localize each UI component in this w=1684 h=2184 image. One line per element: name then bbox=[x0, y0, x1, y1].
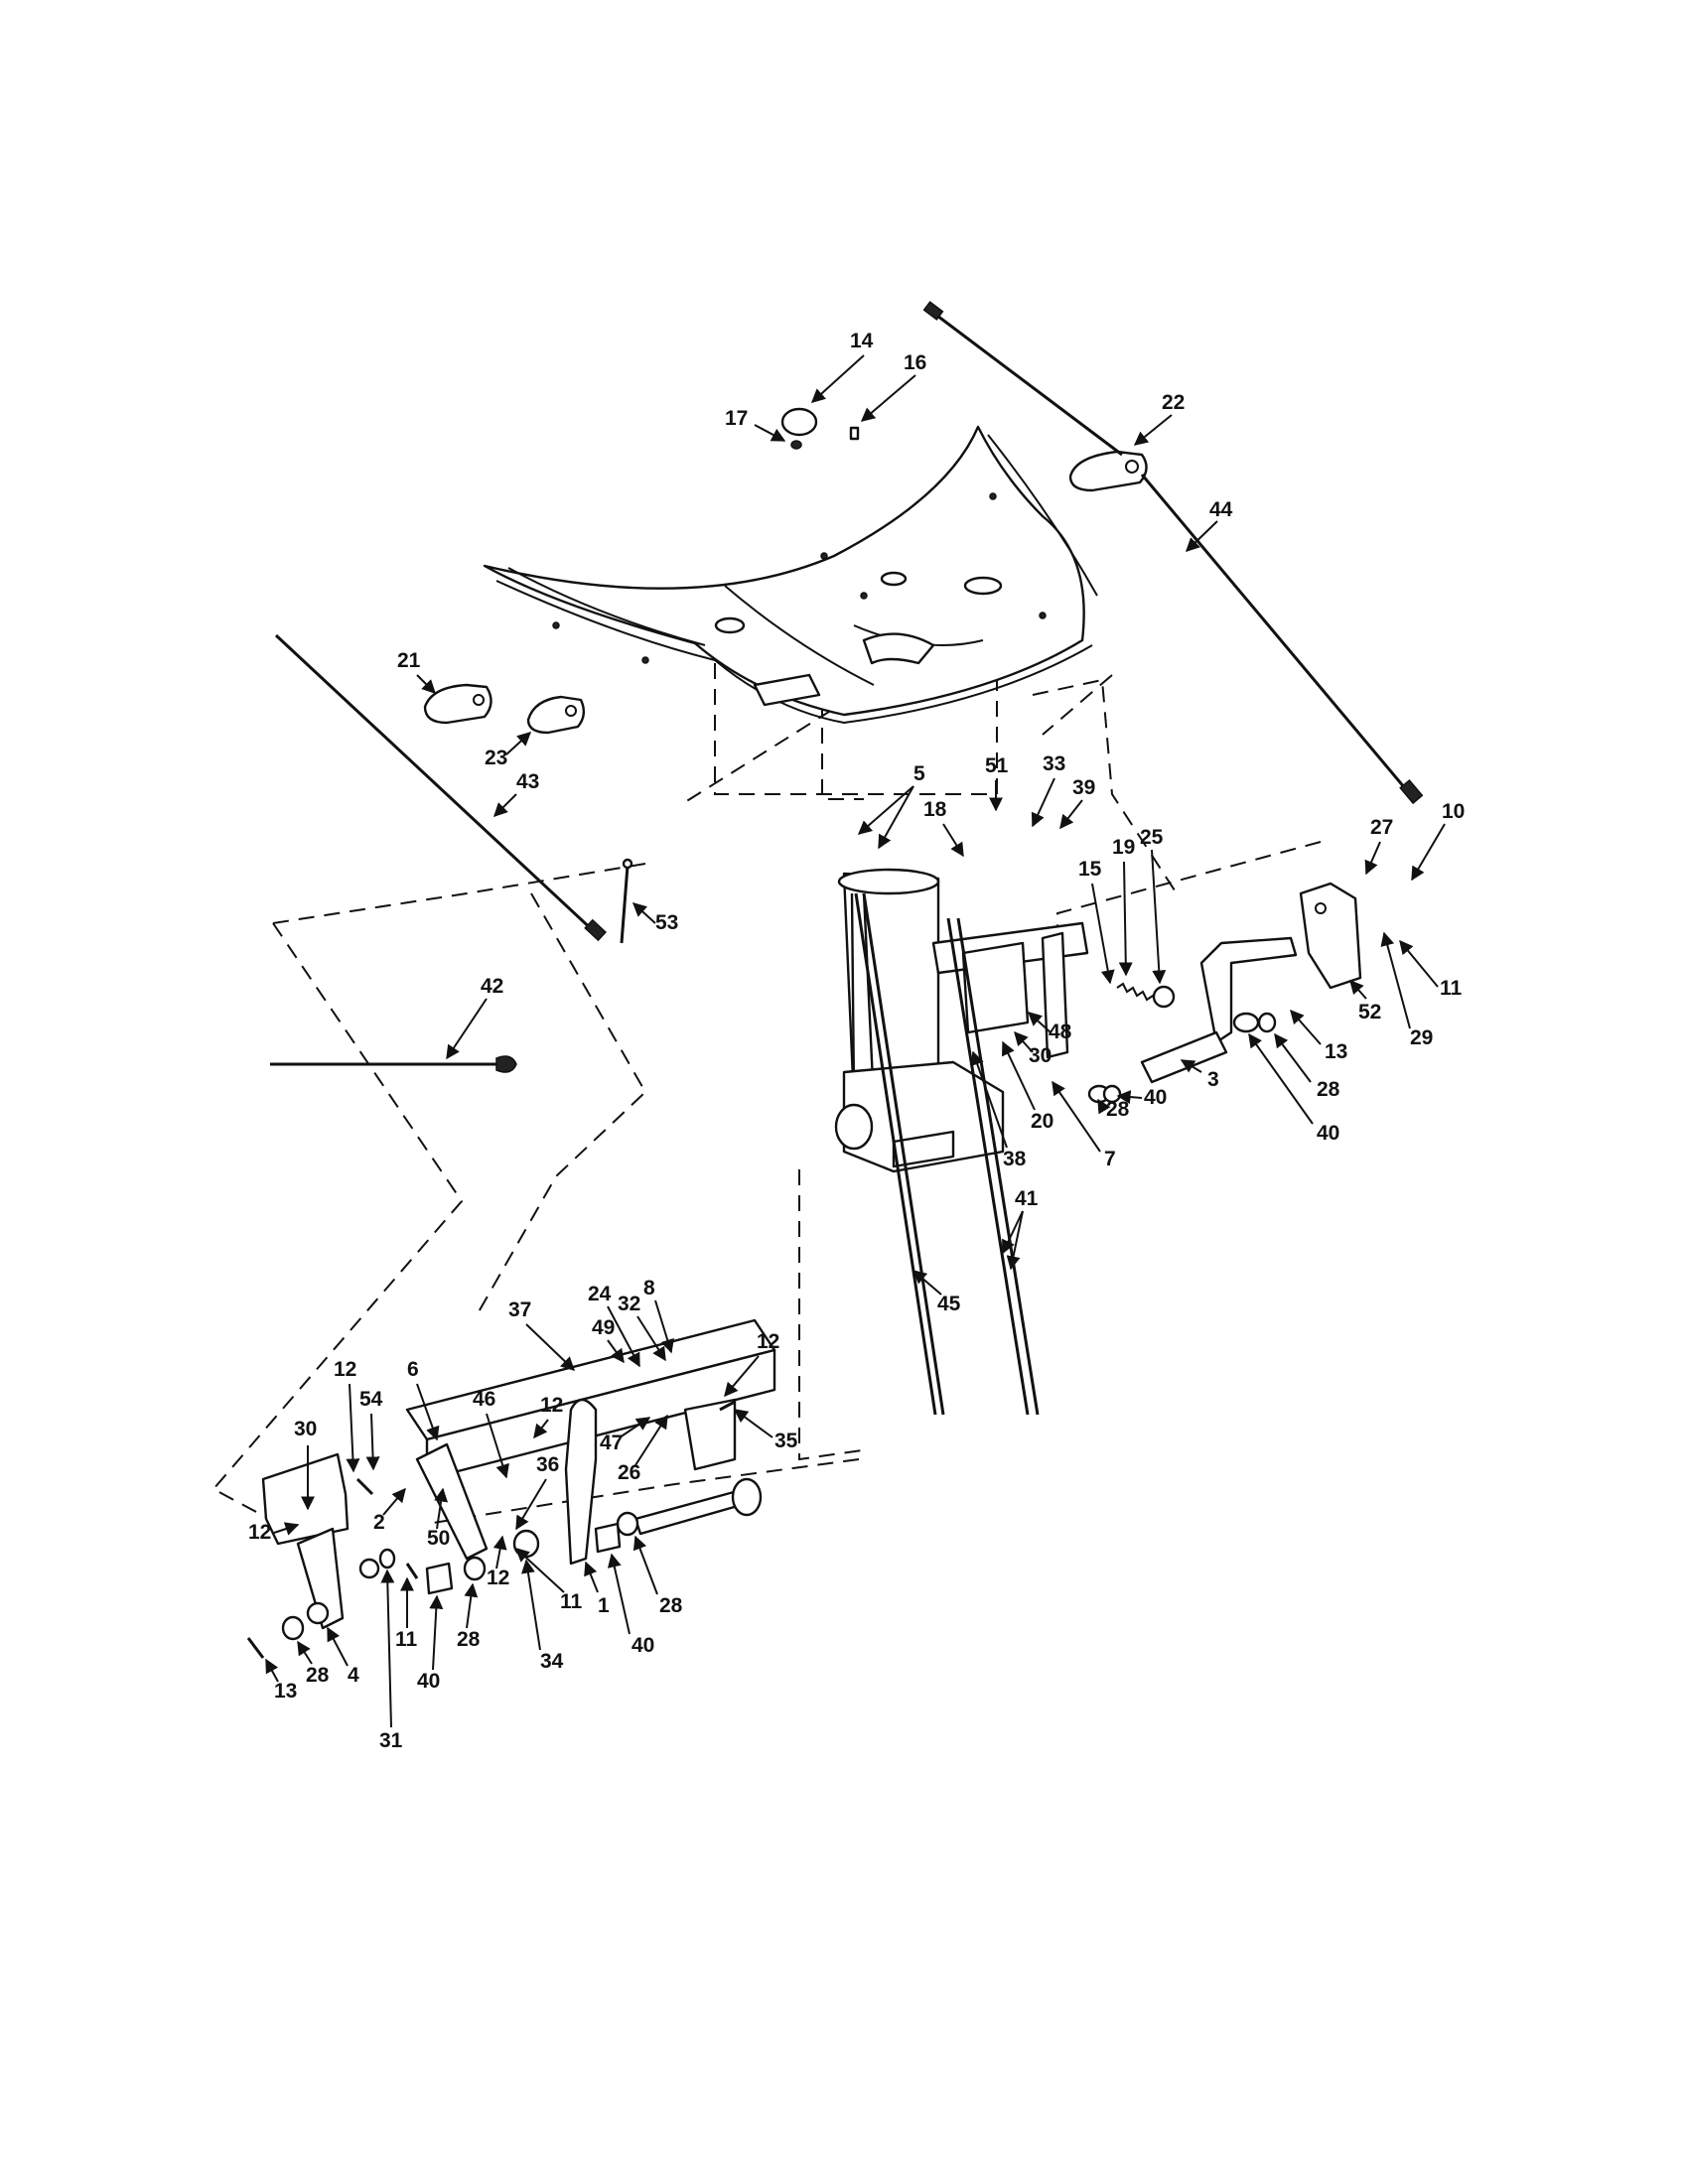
callout-54: 54 bbox=[359, 1388, 383, 1411]
callout-10: 10 bbox=[1442, 800, 1465, 823]
callout-40-lower-mid: 40 bbox=[632, 1634, 654, 1657]
screw-part-16 bbox=[849, 426, 860, 441]
callout-28-lower-right: 28 bbox=[659, 1594, 683, 1617]
pins-lower bbox=[246, 1400, 736, 1659]
wire-harness-part-43 bbox=[274, 633, 608, 942]
knob-part-14 bbox=[780, 407, 818, 450]
callout-33: 33 bbox=[1043, 752, 1065, 775]
callout-41: 41 bbox=[1015, 1187, 1039, 1210]
callout-28-lower-left: 28 bbox=[306, 1664, 330, 1687]
callout-36: 36 bbox=[536, 1453, 559, 1476]
rod-part-53 bbox=[620, 858, 633, 944]
hood-panel bbox=[483, 425, 1098, 725]
callout-40-lower-left: 40 bbox=[417, 1670, 440, 1693]
callout-12-far-left: 12 bbox=[248, 1521, 271, 1544]
callout-20: 20 bbox=[1031, 1110, 1053, 1133]
callout-7: 7 bbox=[1104, 1148, 1116, 1170]
callout-21: 21 bbox=[397, 649, 421, 672]
callout-12-left: 12 bbox=[334, 1358, 356, 1381]
callout-52: 52 bbox=[1358, 1001, 1381, 1024]
bracket-part-35 bbox=[683, 1398, 737, 1471]
lever-part-1 bbox=[564, 1398, 598, 1566]
shaft-part-lower bbox=[633, 1477, 763, 1536]
callout-3: 3 bbox=[1207, 1068, 1219, 1091]
callout-11-upper: 11 bbox=[1440, 977, 1463, 1000]
lever-part-3 bbox=[1140, 936, 1298, 1084]
callout-46: 46 bbox=[473, 1388, 495, 1411]
callout-29: 29 bbox=[1410, 1026, 1433, 1049]
rod-part-45 bbox=[854, 892, 945, 1416]
callout-45: 45 bbox=[937, 1293, 961, 1315]
callout-18: 18 bbox=[923, 798, 947, 821]
callout-11-lower-left: 11 bbox=[395, 1628, 418, 1651]
callout-17: 17 bbox=[725, 407, 748, 430]
rod-part-42 bbox=[270, 1055, 517, 1073]
callout-30-lower: 30 bbox=[294, 1418, 317, 1440]
callout-13-upper: 13 bbox=[1325, 1040, 1347, 1063]
callout-40-upper: 40 bbox=[1144, 1086, 1167, 1109]
callout-14: 14 bbox=[850, 330, 874, 352]
callout-51: 51 bbox=[985, 754, 1009, 777]
callout-15: 15 bbox=[1078, 858, 1102, 881]
callout-19: 19 bbox=[1112, 836, 1135, 859]
callout-38: 38 bbox=[1003, 1148, 1027, 1170]
steering-column-assembly bbox=[834, 868, 1089, 1173]
callout-50: 50 bbox=[427, 1527, 450, 1550]
callout-39: 39 bbox=[1072, 776, 1095, 799]
callout-1: 1 bbox=[598, 1594, 610, 1617]
callout-53: 53 bbox=[655, 911, 678, 934]
bracket-part-4 bbox=[261, 1452, 350, 1630]
callout-2: 2 bbox=[373, 1511, 385, 1534]
callout-12-mid: 12 bbox=[540, 1394, 563, 1417]
callout-labels: 14 16 17 22 44 21 23 43 5 51 33 39 18 15… bbox=[248, 330, 1465, 1752]
callout-8: 8 bbox=[643, 1277, 655, 1299]
callout-48: 48 bbox=[1049, 1021, 1072, 1043]
callout-43: 43 bbox=[516, 770, 539, 793]
callout-31: 31 bbox=[379, 1729, 403, 1752]
callout-5: 5 bbox=[913, 762, 925, 785]
callout-26: 26 bbox=[618, 1461, 640, 1484]
callout-42: 42 bbox=[481, 975, 503, 998]
callout-28-right: 28 bbox=[1317, 1078, 1340, 1101]
callout-40-right: 40 bbox=[1317, 1122, 1339, 1145]
washers-lower bbox=[281, 1511, 639, 1641]
callout-4: 4 bbox=[348, 1664, 359, 1687]
callout-6: 6 bbox=[407, 1358, 419, 1381]
callout-32: 32 bbox=[618, 1293, 640, 1315]
bracket-part-52 bbox=[1299, 882, 1362, 990]
rod-part-41 bbox=[946, 917, 1040, 1416]
bushing-parts-right bbox=[1087, 985, 1277, 1104]
light-part-22 bbox=[1068, 450, 1148, 492]
callout-24: 24 bbox=[588, 1283, 612, 1305]
callout-30-upper: 30 bbox=[1029, 1044, 1052, 1067]
wire-harness-part-44 bbox=[922, 301, 1424, 805]
callout-28-lower-mid: 28 bbox=[457, 1628, 481, 1651]
callout-23: 23 bbox=[485, 747, 507, 769]
callout-22: 22 bbox=[1162, 391, 1185, 414]
light-part-23 bbox=[526, 695, 586, 735]
callout-12-upper-right: 12 bbox=[757, 1330, 779, 1353]
callout-27: 27 bbox=[1370, 816, 1393, 839]
callout-11-lower-mid: 11 bbox=[560, 1590, 583, 1613]
lower-frame-plate bbox=[405, 1318, 776, 1481]
callout-35: 35 bbox=[774, 1430, 798, 1452]
callout-37: 37 bbox=[508, 1298, 531, 1321]
callout-49: 49 bbox=[592, 1316, 615, 1339]
callout-12-center: 12 bbox=[487, 1567, 509, 1589]
callout-25: 25 bbox=[1140, 826, 1164, 849]
callout-16: 16 bbox=[904, 351, 926, 374]
link-part-50 bbox=[415, 1442, 489, 1561]
callout-44: 44 bbox=[1209, 498, 1233, 521]
light-part-21 bbox=[423, 683, 492, 725]
callout-13-lower: 13 bbox=[274, 1680, 297, 1703]
callout-28-upper: 28 bbox=[1106, 1098, 1130, 1121]
callout-34: 34 bbox=[540, 1650, 564, 1673]
callout-47: 47 bbox=[600, 1432, 623, 1454]
